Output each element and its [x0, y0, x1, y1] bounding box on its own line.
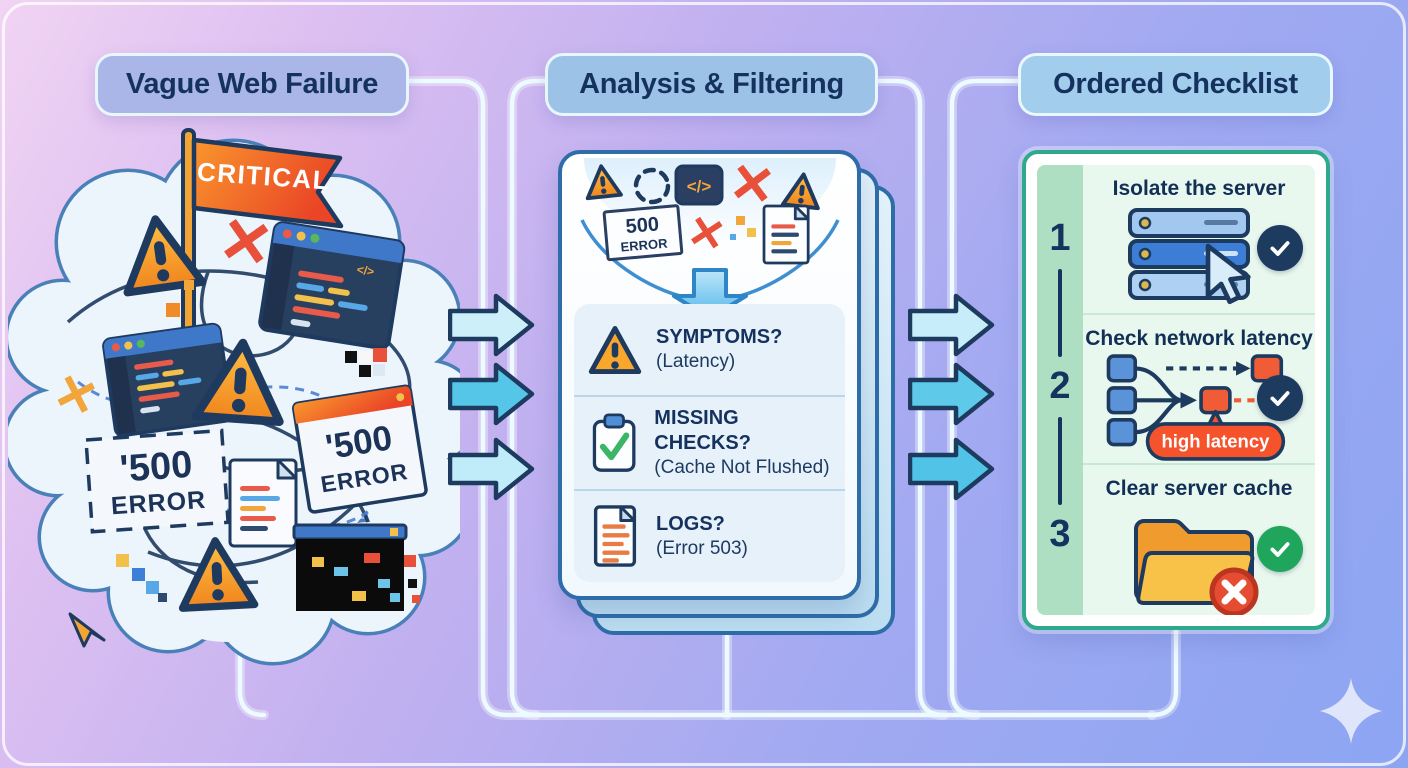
- warning-triangle-icon: [123, 215, 207, 297]
- stage-header-analysis-filtering: Analysis & Filtering: [545, 53, 878, 116]
- code-window-icon: </>: [258, 221, 406, 350]
- log-document-icon: [593, 505, 637, 568]
- warning-triangle-icon: [178, 537, 259, 612]
- funnel-illustration: </> 500 ERROR: [579, 158, 840, 320]
- orange-cursor-icon: [68, 612, 106, 648]
- checklist-item-clear-cache: Clear server cache: [1083, 463, 1315, 615]
- code-document-icon: [228, 458, 298, 548]
- error-500-sign: '500 ERROR: [84, 428, 230, 534]
- step-connector-line: [1058, 269, 1062, 357]
- warning-triangle-icon: [780, 172, 820, 211]
- scatter-pixels: [729, 216, 756, 240]
- analysis-card-stack: </> 500 ERROR: [558, 150, 895, 635]
- check-circle-navy-icon: [1257, 375, 1303, 421]
- error-500-stamp: 500 ERROR: [602, 204, 683, 262]
- flow-arrow-right-icon: [908, 293, 995, 357]
- checklist-items: Isolate the server: [1083, 165, 1315, 615]
- row-subtitle: (Latency): [656, 351, 736, 373]
- error-500-line1: '500: [118, 444, 193, 491]
- high-latency-badge-label: high latency: [1161, 431, 1270, 452]
- check-circle-navy-icon: [1257, 225, 1303, 271]
- analysis-card: </> 500 ERROR: [558, 150, 861, 600]
- step-number: 2: [1049, 365, 1071, 407]
- code-glyph: </>: [686, 177, 711, 196]
- check-circle-green-icon: [1257, 526, 1303, 572]
- red-x-icon: [224, 219, 269, 264]
- step-number: 1: [1049, 217, 1071, 259]
- scatter-pixels: [68, 280, 387, 648]
- checklist-item-title: Check network latency: [1085, 327, 1313, 350]
- document-icon: [762, 204, 810, 265]
- chaos-cloud-illustration: CRITICAL </>: [2, 122, 482, 675]
- step-connector-line: [1058, 417, 1062, 505]
- flow-arrow-right-icon: [448, 437, 535, 501]
- row-title: SYMPTOMS?: [656, 326, 783, 349]
- step-number-strip: 1 2 3: [1037, 165, 1083, 615]
- ordered-checklist-panel: 1 2 3 Isolate the server: [1022, 150, 1330, 630]
- server-stack-icon: [1128, 208, 1251, 305]
- stamp-line2: ERROR: [619, 236, 668, 255]
- warning-triangle-icon: [191, 338, 284, 427]
- flow-arrow-right-icon: [908, 362, 995, 426]
- high-latency-badge: high latency: [1145, 409, 1286, 461]
- flow-arrow-right-icon: [448, 362, 535, 426]
- red-x-icon: [733, 164, 771, 202]
- flow-arrow-right-icon: [448, 293, 535, 357]
- code-chip-icon: </>: [674, 164, 723, 206]
- step-number: 3: [1049, 513, 1071, 555]
- sparkle-icon: [1320, 678, 1382, 744]
- row-title: MISSING CHECKS?: [654, 407, 751, 455]
- row-title: LOGS?: [656, 512, 725, 535]
- folder-delete-icon: [1134, 519, 1259, 615]
- checklist-inner: 1 2 3 Isolate the server: [1037, 165, 1315, 615]
- checklist-item-title: Clear server cache: [1105, 477, 1293, 500]
- checklist-item-isolate-server: Isolate the server: [1083, 165, 1315, 313]
- refresh-dashed-circle-icon: [633, 167, 670, 205]
- flow-arrow-right-icon: [908, 437, 995, 501]
- row-subtitle: (Cache Not Flushed): [654, 457, 830, 479]
- checklist-item-check-latency: Check network latency: [1083, 313, 1315, 463]
- row-subtitle: (Error 503): [656, 537, 748, 559]
- warning-triangle-icon: [588, 325, 642, 374]
- clipboard-check-icon: [592, 413, 636, 472]
- network-latency-icon: high latency: [1106, 354, 1286, 461]
- glitch-window-icon: [292, 523, 420, 611]
- stage-header-vague-web-failure: Vague Web Failure: [95, 53, 409, 116]
- analysis-row-logs: LOGS? (Error 503): [574, 488, 845, 582]
- analysis-row-missing-checks: MISSING CHECKS? (Cache Not Flushed): [574, 395, 845, 488]
- code-glyph: </>: [356, 262, 375, 279]
- cursor-icon: [1205, 243, 1251, 305]
- stage-header-ordered-checklist: Ordered Checklist: [1018, 53, 1333, 116]
- analysis-row-symptoms: SYMPTOMS? (Latency): [574, 304, 845, 395]
- error-500-window: '500 ERROR: [291, 384, 428, 514]
- checklist-item-title: Isolate the server: [1112, 177, 1286, 200]
- warning-triangle-icon: [585, 164, 623, 201]
- orange-x-icon: [57, 375, 95, 413]
- code-window-icon: [102, 322, 234, 438]
- error-500-line2: ERROR: [110, 486, 207, 521]
- red-x-icon: [690, 216, 723, 249]
- chaos-cloud-icon: CRITICAL </>: [2, 128, 482, 666]
- analysis-rows-panel: SYMPTOMS? (Latency) MISSING CHECKS? (Cac…: [574, 304, 845, 582]
- stamp-line1: 500: [624, 213, 659, 238]
